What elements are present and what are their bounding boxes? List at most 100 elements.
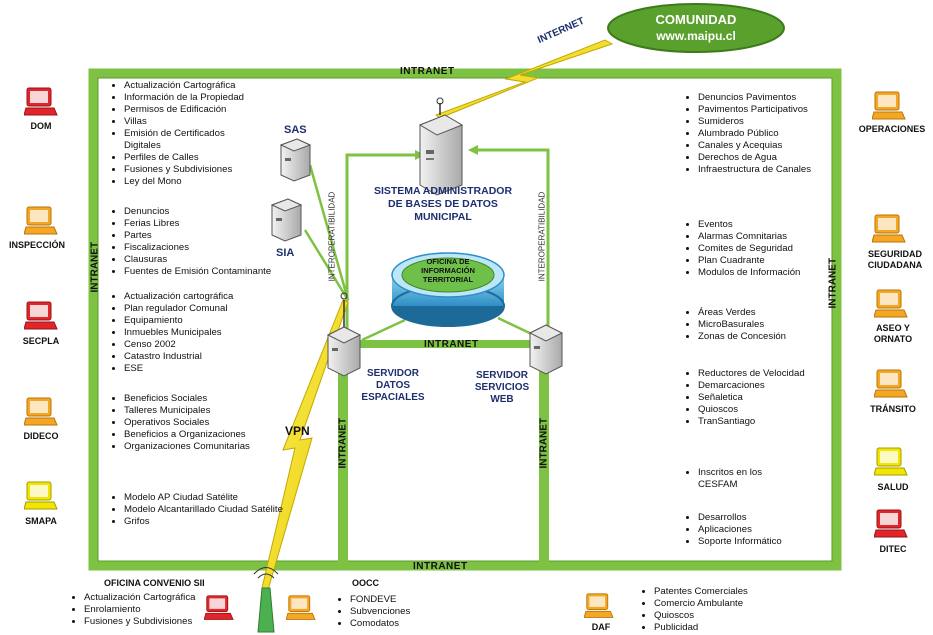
intranet-label-left: INTRANET xyxy=(89,241,101,293)
list-item: Soporte Informático xyxy=(698,536,782,548)
dept-transito-label: TRÁNSITO xyxy=(870,404,916,414)
list-item: Perfiles de Calles xyxy=(124,152,244,164)
list-item: Denuncios xyxy=(124,206,271,218)
central-db-line: DE BASES DE DATOS xyxy=(388,198,498,210)
list-item: Talleres Municipales xyxy=(124,405,250,417)
dept-operaciones-list: Denuncios Pavimentos Pavimentos Particip… xyxy=(680,92,811,176)
list-item: Censo 2002 xyxy=(124,339,233,351)
intranet-label-middle: INTRANET xyxy=(424,339,479,350)
yellow-computer-icon[interactable] xyxy=(874,446,908,478)
dept-dom-label: DOM xyxy=(30,121,52,131)
servidor-web-line: SERVICIOS xyxy=(474,382,530,393)
list-item: Grifos xyxy=(124,516,283,528)
list-item: Fusiones y Subdivisiones xyxy=(124,164,244,176)
intranet-label-right: INTRANET xyxy=(827,257,839,309)
orange-computer-icon[interactable] xyxy=(24,205,58,237)
list-item: Alarmas Comnitarias xyxy=(698,231,800,243)
central-server-icon xyxy=(418,97,464,196)
list-item: Beneficios Sociales xyxy=(124,393,250,405)
list-item: Alumbrado Público xyxy=(698,128,811,140)
list-item: Actualización cartográfica xyxy=(124,291,233,303)
red-computer-icon[interactable] xyxy=(24,300,58,332)
orange-computer-icon[interactable] xyxy=(584,592,614,620)
sas-server-icon xyxy=(279,138,312,182)
list-item: Fuentes de Emisión Contaminante xyxy=(124,266,271,278)
list-item: Digitales xyxy=(124,140,161,151)
list-item: Comodatos xyxy=(350,618,410,630)
oficina-line: INFORMACIÓN xyxy=(421,266,475,275)
list-item: Catastro Industrial xyxy=(124,351,233,363)
servidor-datos-line: ESPACIALES xyxy=(361,392,425,403)
central-db-label: SISTEMA ADMINISTRADOR DE BASES DE DATOS … xyxy=(355,185,531,224)
list-item: Pavimentos Participativos xyxy=(698,104,811,116)
dept-ditec-list: Desarrollos Aplicaciones Soporte Informá… xyxy=(680,512,782,548)
list-item: Fiscalizaciones xyxy=(124,242,271,254)
oficina-line: TERRITORIAL xyxy=(422,275,474,284)
orange-computer-icon[interactable] xyxy=(24,396,58,428)
community-url[interactable]: www.maipu.cl xyxy=(656,29,736,43)
list-item: Quioscos xyxy=(698,404,805,416)
orange-computer-icon[interactable] xyxy=(872,213,906,245)
list-item: Comites de Seguridad xyxy=(698,243,800,255)
dept-secpla-list: Actualización cartográfica Plan regulado… xyxy=(106,291,233,375)
central-db-line: MUNICIPAL xyxy=(414,211,472,223)
servidor-datos-espaciales-icon xyxy=(326,292,362,377)
list-item: Plan Cuadrante xyxy=(698,255,800,267)
list-item: Operativos Sociales xyxy=(124,417,250,429)
dept-salud-list: Inscritos en los CESFAM xyxy=(680,467,762,491)
intranet-bar-right xyxy=(539,342,549,566)
sia-label: SIA xyxy=(276,247,295,259)
dept-oocc-list: FONDEVE Subvenciones Comodatos xyxy=(332,594,410,630)
servidor-datos-line: DATOS xyxy=(375,380,411,391)
intranet-label-top: INTRANET xyxy=(400,66,455,77)
list-item: Quioscos xyxy=(654,610,748,622)
dept-operaciones-label: OPERACIONES xyxy=(858,124,926,134)
red-computer-icon[interactable] xyxy=(874,508,908,540)
list-item: Clausuras xyxy=(124,254,271,266)
dept-inspeccion-label: INSPECCIÓN xyxy=(8,240,65,250)
dept-sii-label: OFICINA CONVENIO SII xyxy=(104,578,205,588)
list-item: Desarrollos xyxy=(698,512,782,524)
list-item: Eventos xyxy=(698,219,800,231)
dept-ditec-label: DITEC xyxy=(879,544,907,554)
sia-server-icon xyxy=(270,198,303,242)
central-db-line: SISTEMA ADMINISTRADOR xyxy=(373,185,513,197)
dept-dideco-label: DIDECO xyxy=(23,431,59,441)
list-item: Zonas de Concesión xyxy=(698,331,786,343)
orange-computer-icon[interactable] xyxy=(874,288,908,320)
list-item: Actualización Cartográfica xyxy=(84,592,195,604)
dept-daf-list: Patentes Comerciales Comercio Ambulante … xyxy=(636,586,748,634)
list-item: Canales y Acequias xyxy=(698,140,811,152)
internet-lightning xyxy=(434,39,614,119)
orange-computer-icon[interactable] xyxy=(286,594,316,622)
list-item: Fusiones y Subdivisiones xyxy=(84,616,195,628)
list-item: Demarcaciones xyxy=(698,380,805,392)
list-item: Sumideros xyxy=(698,116,811,128)
oficina-territorial-disk-icon xyxy=(391,252,505,327)
interop-label-right: INTEROPERATIBILIDAD xyxy=(537,191,547,282)
list-item: Modulos de Información xyxy=(698,267,800,279)
yellow-computer-icon[interactable] xyxy=(24,480,58,512)
list-item: TranSantiago xyxy=(698,416,805,428)
red-computer-icon[interactable] xyxy=(24,86,58,118)
list-item: Información de la Propiedad xyxy=(124,92,244,104)
dept-inspeccion-list: Denuncios Ferias Libres Partes Fiscaliza… xyxy=(106,206,271,278)
orange-computer-icon[interactable] xyxy=(874,368,908,400)
dept-smapa-list: Modelo AP Ciudad Satélite Modelo Alcanta… xyxy=(106,492,283,528)
intranet-bar-middle xyxy=(345,340,545,348)
list-item: Aplicaciones xyxy=(698,524,782,536)
dept-oocc-label: OOCC xyxy=(352,578,379,588)
dept-aseo-label: ASEO Y ORNATO xyxy=(873,323,913,344)
intranet-bar-left xyxy=(338,342,348,566)
dept-seguridad-label: SEGURIDAD CIUDADANA xyxy=(867,249,923,270)
orange-computer-icon[interactable] xyxy=(872,90,906,122)
community-ellipse xyxy=(607,3,785,53)
list-item: Actualización Cartográfica xyxy=(124,80,244,92)
list-item: Denuncios Pavimentos xyxy=(698,92,811,104)
list-item: Villas xyxy=(124,116,244,128)
dept-smapa-label: SMAPA xyxy=(25,516,57,526)
dept-sii-list: Actualización Cartográfica Enrolamiento … xyxy=(66,592,195,628)
list-item: Partes xyxy=(124,230,271,242)
list-item: Ferias Libres xyxy=(124,218,271,230)
red-computer-icon[interactable] xyxy=(204,594,234,622)
